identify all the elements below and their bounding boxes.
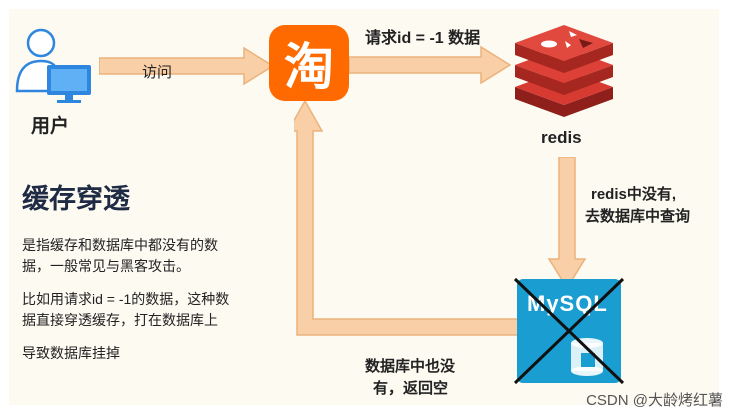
description-line-4: 据直接穿透缓存，打在数据库上: [22, 312, 218, 328]
diagram-title: 缓存穿透: [22, 184, 130, 214]
visit-label: 访问: [142, 64, 173, 81]
description-line-1: 是指缓存和数据库中都没有的数: [22, 237, 218, 253]
arrow-user-to-app: [99, 46, 274, 86]
redis-miss-line2: 去数据库中查询: [585, 208, 691, 225]
arrow-db-to-app-return: [294, 101, 524, 336]
taobao-glyph: 淘: [284, 38, 334, 96]
description-line-3: 比如用请求id = -1的数据，这种数: [22, 291, 230, 307]
description-line-2: 据，一般常见与黑客攻击。: [22, 258, 190, 274]
redis-label: redis: [541, 128, 582, 147]
diagram-canvas: 用户 访问 淘 请求id = -1 数据 redis redis中没有, 去数据…: [9, 9, 719, 405]
taobao-app-icon: 淘: [269, 25, 349, 101]
request-label: 请求id = -1 数据: [365, 30, 481, 47]
redis-logo-icon: [515, 25, 613, 117]
watermark: CSDN @大龄烤红薯: [586, 392, 723, 409]
user-computer-icon: [15, 28, 91, 103]
db-miss-line1: 数据库中也没: [365, 358, 456, 375]
arrow-redis-to-db: [547, 157, 587, 289]
redis-miss-line1: redis中没有,: [591, 186, 677, 203]
db-miss-line2: 有，返回空: [373, 380, 449, 397]
arrow-app-to-redis: [349, 45, 511, 85]
description-line-5: 导致数据库挂掉: [22, 345, 120, 361]
user-label: 用户: [31, 116, 70, 137]
cross-out-icon: [513, 277, 625, 385]
